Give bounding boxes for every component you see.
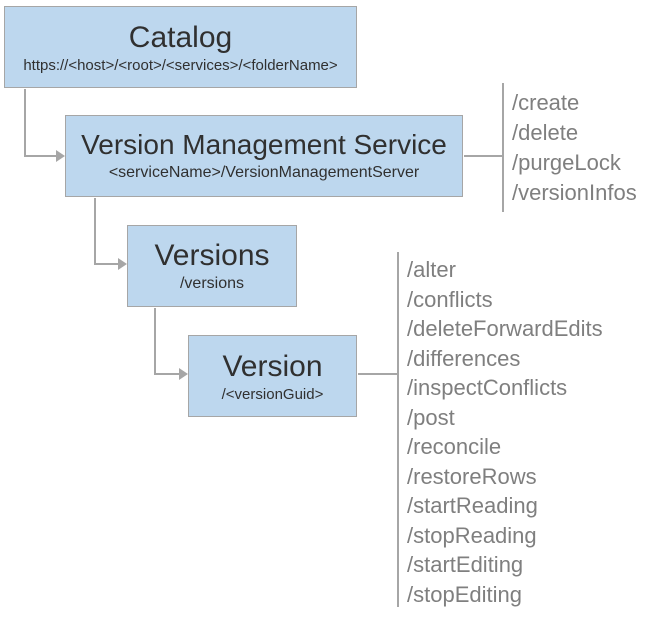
operation-item: /conflicts: [407, 286, 493, 312]
version-operations-list: /alter /conflicts /deleteForwardEdits /d…: [407, 255, 603, 609]
connector-vms-to-operations: [464, 155, 503, 157]
operation-item: /delete: [512, 120, 579, 145]
operation-item: /alter: [407, 257, 456, 282]
connector-version-to-operations: [358, 373, 397, 375]
operation-item: /restoreRows: [407, 463, 537, 489]
operation-item: /post: [407, 404, 455, 430]
connector-catalog-to-vms-horizontal: [24, 155, 56, 157]
operation-item: /differences: [407, 345, 521, 371]
operation-item: /startEditing: [407, 552, 524, 577]
vms-title: Version Management Service: [81, 129, 447, 161]
connector-vms-to-versions-vertical: [94, 198, 96, 264]
arrowhead-to-version-icon: [179, 368, 188, 380]
operation-item: /reconcile: [407, 434, 502, 459]
versions-node: Versions /versions: [127, 225, 297, 307]
vms-operations-list: /create /delete /purgeLock /versionInfos: [512, 88, 637, 208]
connector-catalog-to-vms-vertical: [24, 89, 26, 157]
versions-title: Versions: [154, 239, 270, 272]
operation-item: /versionInfos: [512, 180, 637, 205]
vms-path: <serviceName>/VersionManagementServer: [108, 163, 420, 181]
arrowhead-to-versions-icon: [118, 258, 127, 270]
vms-operations-bar: [502, 83, 504, 212]
operation-item: /startReading: [407, 493, 538, 518]
operation-item: /stopEditing: [407, 581, 522, 607]
operation-item: /inspectConflicts: [407, 375, 568, 400]
version-management-service-node: Version Management Service <serviceName>…: [65, 115, 463, 197]
operation-item: /deleteForwardEdits: [407, 316, 603, 341]
operation-item: /stopReading: [407, 522, 537, 548]
versions-path: /versions: [179, 275, 245, 292]
catalog-url: https://<host>/<root>/<services>/<folder…: [23, 56, 338, 74]
version-title: Version: [222, 349, 323, 383]
operation-item: /purgeLock: [512, 150, 621, 175]
operation-item: /create: [512, 90, 580, 115]
version-node: Version /<versionGuid>: [188, 335, 357, 417]
catalog-node: Catalog https://<host>/<root>/<services>…: [4, 6, 357, 88]
catalog-title: Catalog: [128, 20, 233, 54]
version-operations-bar: [397, 252, 399, 607]
connector-versions-to-version-horizontal: [154, 373, 180, 375]
connector-versions-to-version-vertical: [154, 308, 156, 374]
arrowhead-to-vms-icon: [56, 150, 65, 162]
version-path: /<versionGuid>: [221, 385, 324, 403]
connector-vms-to-versions-horizontal: [94, 263, 119, 265]
